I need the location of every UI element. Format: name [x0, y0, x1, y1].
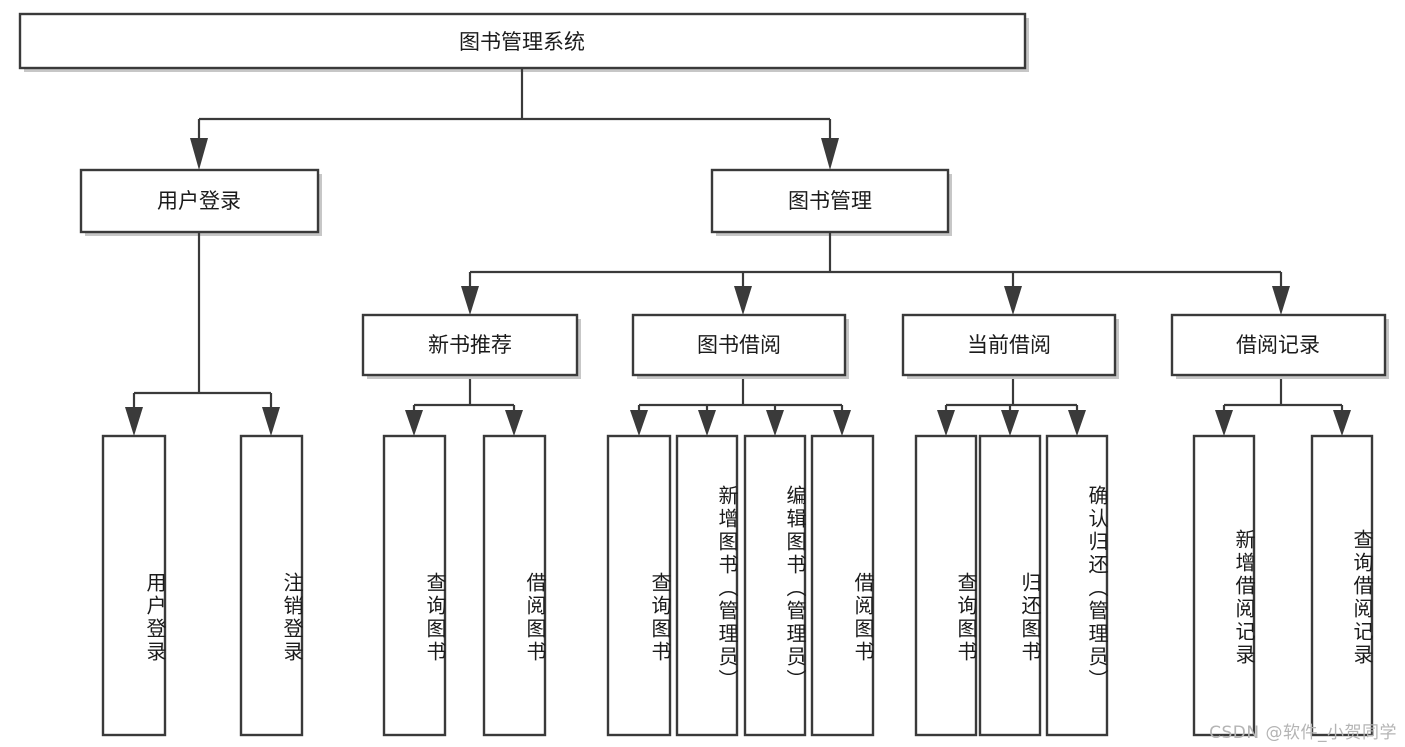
edges-bookmanage-to-level3 — [461, 232, 1290, 315]
node-user-login[interactable] — [79, 168, 320, 234]
node-leaf-borrow-book-1[interactable] — [482, 434, 547, 737]
arrow-leaf-bb-1 — [698, 410, 716, 436]
arrow-leaf-nb-0 — [405, 410, 423, 436]
arrow-leaf-cb-1 — [1001, 410, 1019, 436]
node-leaf-query-book-1[interactable] — [382, 434, 447, 737]
label-current-borrow: 当前借阅 — [967, 333, 1051, 357]
edges-root-to-level2 — [190, 68, 839, 170]
arrow-leaf-bb-2 — [766, 410, 784, 436]
arrow-leaf-cb-0 — [937, 410, 955, 436]
arrow-leaf-cb-2 — [1068, 410, 1086, 436]
node-leaf-edit-book-admin[interactable] — [743, 434, 807, 737]
edges-currentborrow-to-leaves — [937, 379, 1086, 436]
arrow-to-borrow-record — [1272, 286, 1290, 315]
edges-bookborrow-to-leaves — [630, 379, 851, 436]
edges-borrowrecord-to-leaves — [1215, 379, 1351, 436]
node-leaf-query-book-2[interactable] — [606, 434, 672, 737]
arrow-leaf-nb-1 — [505, 410, 523, 436]
arrow-leaf-ul-1 — [262, 407, 280, 436]
label-book-borrow: 图书借阅 — [697, 333, 781, 357]
label-user-login: 用户登录 — [157, 189, 241, 213]
arrow-leaf-bb-0 — [630, 410, 648, 436]
node-leaf-query-book-3[interactable] — [914, 434, 978, 737]
node-leaf-query-borrow-record[interactable] — [1310, 434, 1374, 737]
node-leaf-return-book[interactable] — [978, 434, 1042, 737]
node-borrow-record[interactable] — [1170, 313, 1387, 377]
edges-newbook-to-leaves — [405, 379, 523, 436]
node-boxes — [18, 12, 1387, 737]
arrow-to-new-book — [461, 286, 479, 315]
node-leaf-add-book-admin[interactable] — [675, 434, 739, 737]
arrow-leaf-br-1 — [1333, 410, 1351, 436]
label-root: 图书管理系统 — [459, 30, 585, 54]
arrow-leaf-ul-0 — [125, 407, 143, 436]
arrow-to-current-borrow — [1004, 286, 1022, 315]
label-borrow-record: 借阅记录 — [1236, 333, 1320, 357]
csdn-watermark: CSDN @软件_小贺同学 — [1209, 723, 1397, 743]
arrow-leaf-br-0 — [1215, 410, 1233, 436]
node-leaf-user-login[interactable] — [101, 434, 167, 737]
label-new-book-recommend: 新书推荐 — [428, 333, 512, 357]
node-new-book-recommend[interactable] — [361, 313, 579, 377]
label-book-manage: 图书管理 — [788, 189, 872, 213]
node-book-manage[interactable] — [710, 168, 950, 234]
node-root[interactable] — [18, 12, 1027, 70]
arrow-to-user-login — [190, 138, 208, 170]
edges-userlogin-to-leaves — [125, 232, 280, 436]
node-current-borrow[interactable] — [901, 313, 1117, 377]
node-leaf-confirm-return-admin[interactable] — [1045, 434, 1109, 737]
arrow-leaf-bb-3 — [833, 410, 851, 436]
node-labels: 图书管理系统 用户登录 图书管理 新书推荐 图书借阅 当前借阅 借阅记录 — [157, 30, 1320, 357]
node-leaf-borrow-book-2[interactable] — [810, 434, 875, 737]
node-book-borrow[interactable] — [631, 313, 847, 377]
arrow-to-book-manage — [821, 138, 839, 170]
node-leaf-logout[interactable] — [239, 434, 304, 737]
arrow-to-book-borrow — [734, 286, 752, 315]
node-leaf-add-borrow-record[interactable] — [1192, 434, 1256, 737]
